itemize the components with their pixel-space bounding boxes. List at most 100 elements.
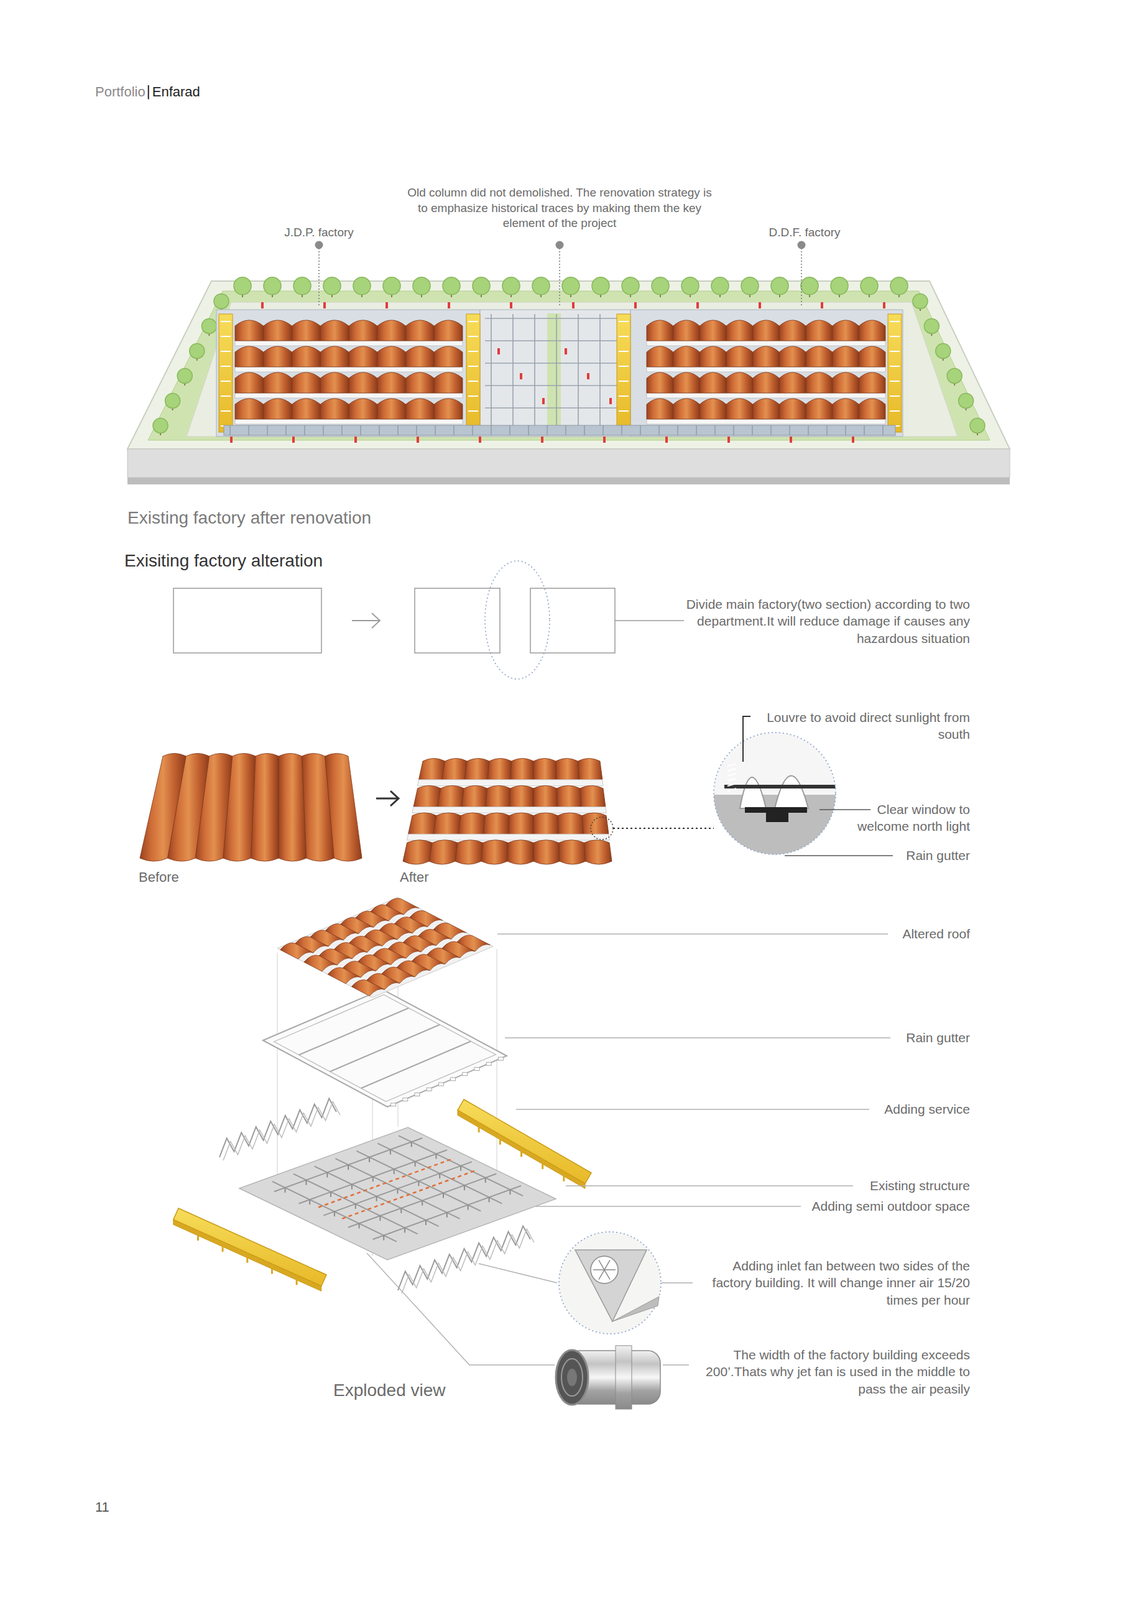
vaulted-roofs xyxy=(320,346,349,367)
existing-structure-plate xyxy=(373,1185,522,1240)
vaulted-roofs xyxy=(292,398,321,420)
factory-buildings xyxy=(220,395,231,397)
exploded-leaders xyxy=(366,1252,555,1365)
vaulted-roofs xyxy=(805,320,833,341)
vaulted-roofs xyxy=(752,320,780,341)
factory-buildings xyxy=(220,335,231,337)
exploded-leaders xyxy=(366,933,891,1365)
tree-row xyxy=(860,277,878,295)
glazed-front xyxy=(491,425,492,436)
people-markers xyxy=(540,436,544,443)
roof-after xyxy=(507,840,534,865)
vaulted-roofs xyxy=(805,346,833,367)
people-markers xyxy=(727,436,730,443)
people-markers xyxy=(230,302,886,443)
vaulted-roofs xyxy=(673,346,701,367)
inlet-fan-detail xyxy=(612,1296,660,1322)
figure-caption: Exploded view xyxy=(333,1379,446,1402)
before-after-arrow xyxy=(376,797,398,800)
tree-row xyxy=(502,277,520,295)
people-markers xyxy=(354,436,357,443)
vaulted-roofs xyxy=(348,320,378,341)
vaulted-roofs xyxy=(348,346,378,367)
factory-buildings xyxy=(889,395,900,397)
tree-row xyxy=(263,277,282,295)
tree-row xyxy=(923,318,939,334)
glazed-front xyxy=(267,425,268,436)
existing-structure-plate xyxy=(355,1203,357,1209)
service-strips xyxy=(271,1264,273,1275)
vaulted-roofs xyxy=(433,320,463,341)
vaulted-roofs xyxy=(235,320,886,425)
tree-row xyxy=(770,277,789,295)
altered-roof-layer xyxy=(277,897,494,998)
roof-after xyxy=(402,758,612,865)
factory-buildings xyxy=(889,320,900,323)
people-markers xyxy=(609,397,612,405)
glazed-front xyxy=(223,425,896,436)
rain-gutter-frame xyxy=(402,1098,408,1102)
glazed-front xyxy=(789,425,791,436)
rain-gutter-frame xyxy=(498,1057,504,1061)
vaulted-roofs xyxy=(699,346,727,367)
service-strips xyxy=(457,1109,586,1189)
glazed-front xyxy=(379,425,380,436)
existing-structure-plate xyxy=(404,1227,406,1233)
vaulted-roofs xyxy=(779,398,806,420)
glazed-front xyxy=(659,425,660,436)
vaulted-roofs xyxy=(646,340,886,346)
glazed-front xyxy=(286,425,287,436)
existing-structure-plate xyxy=(323,1161,472,1215)
glazed-front xyxy=(864,425,865,436)
people-markers xyxy=(447,302,451,309)
site-leaders xyxy=(800,244,803,306)
roof-section-detail xyxy=(727,768,737,771)
glazed-front xyxy=(770,425,772,436)
altered-roof-layer xyxy=(457,935,490,952)
people-markers xyxy=(230,436,233,443)
existing-structure-plate xyxy=(299,1149,448,1204)
roof-section-detail xyxy=(727,763,737,767)
factory-buildings xyxy=(468,410,479,412)
glazed-front xyxy=(733,425,735,436)
roof-section-detail xyxy=(727,778,737,781)
glazed-front xyxy=(565,425,567,436)
glazed-front xyxy=(323,425,324,436)
roof-after xyxy=(508,812,534,837)
aerial-site-illustration xyxy=(127,448,1010,478)
tree-row xyxy=(323,277,341,295)
detail-leaders xyxy=(743,716,893,856)
vaulted-roofs xyxy=(263,398,293,420)
state-label: Before xyxy=(138,868,180,887)
divide-diagram xyxy=(351,619,380,622)
glazed-front xyxy=(304,425,306,436)
factory-buildings xyxy=(618,350,629,352)
rain-gutter-frame xyxy=(450,1077,456,1081)
tree-row xyxy=(189,343,205,359)
vaulted-roofs xyxy=(235,419,463,425)
vaulted-roofs xyxy=(858,372,886,393)
people-markers xyxy=(789,436,793,443)
roof-after xyxy=(461,785,487,810)
header-separator xyxy=(147,85,150,100)
roof-after xyxy=(433,812,461,837)
roof-after xyxy=(441,758,467,783)
rain-gutter-frame xyxy=(299,1007,410,1055)
roof-after xyxy=(533,840,560,865)
vaulted-roofs xyxy=(832,398,860,420)
vaulted-roofs xyxy=(752,346,780,367)
existing-structure-plate xyxy=(421,1200,423,1206)
rain-gutter-frame xyxy=(462,1072,468,1076)
service-strips xyxy=(457,1099,592,1184)
semi-outdoor-folded-canopy xyxy=(223,1101,341,1161)
existing-structure-plate xyxy=(484,1177,487,1183)
glazed-front xyxy=(826,425,828,436)
site-leaders xyxy=(555,241,564,250)
exploded-leaders xyxy=(478,1263,558,1283)
glazed-front xyxy=(547,425,548,436)
tree-row xyxy=(946,368,962,384)
people-markers xyxy=(416,436,420,443)
roof-after xyxy=(455,840,484,865)
vaulted-roofs xyxy=(752,372,780,393)
